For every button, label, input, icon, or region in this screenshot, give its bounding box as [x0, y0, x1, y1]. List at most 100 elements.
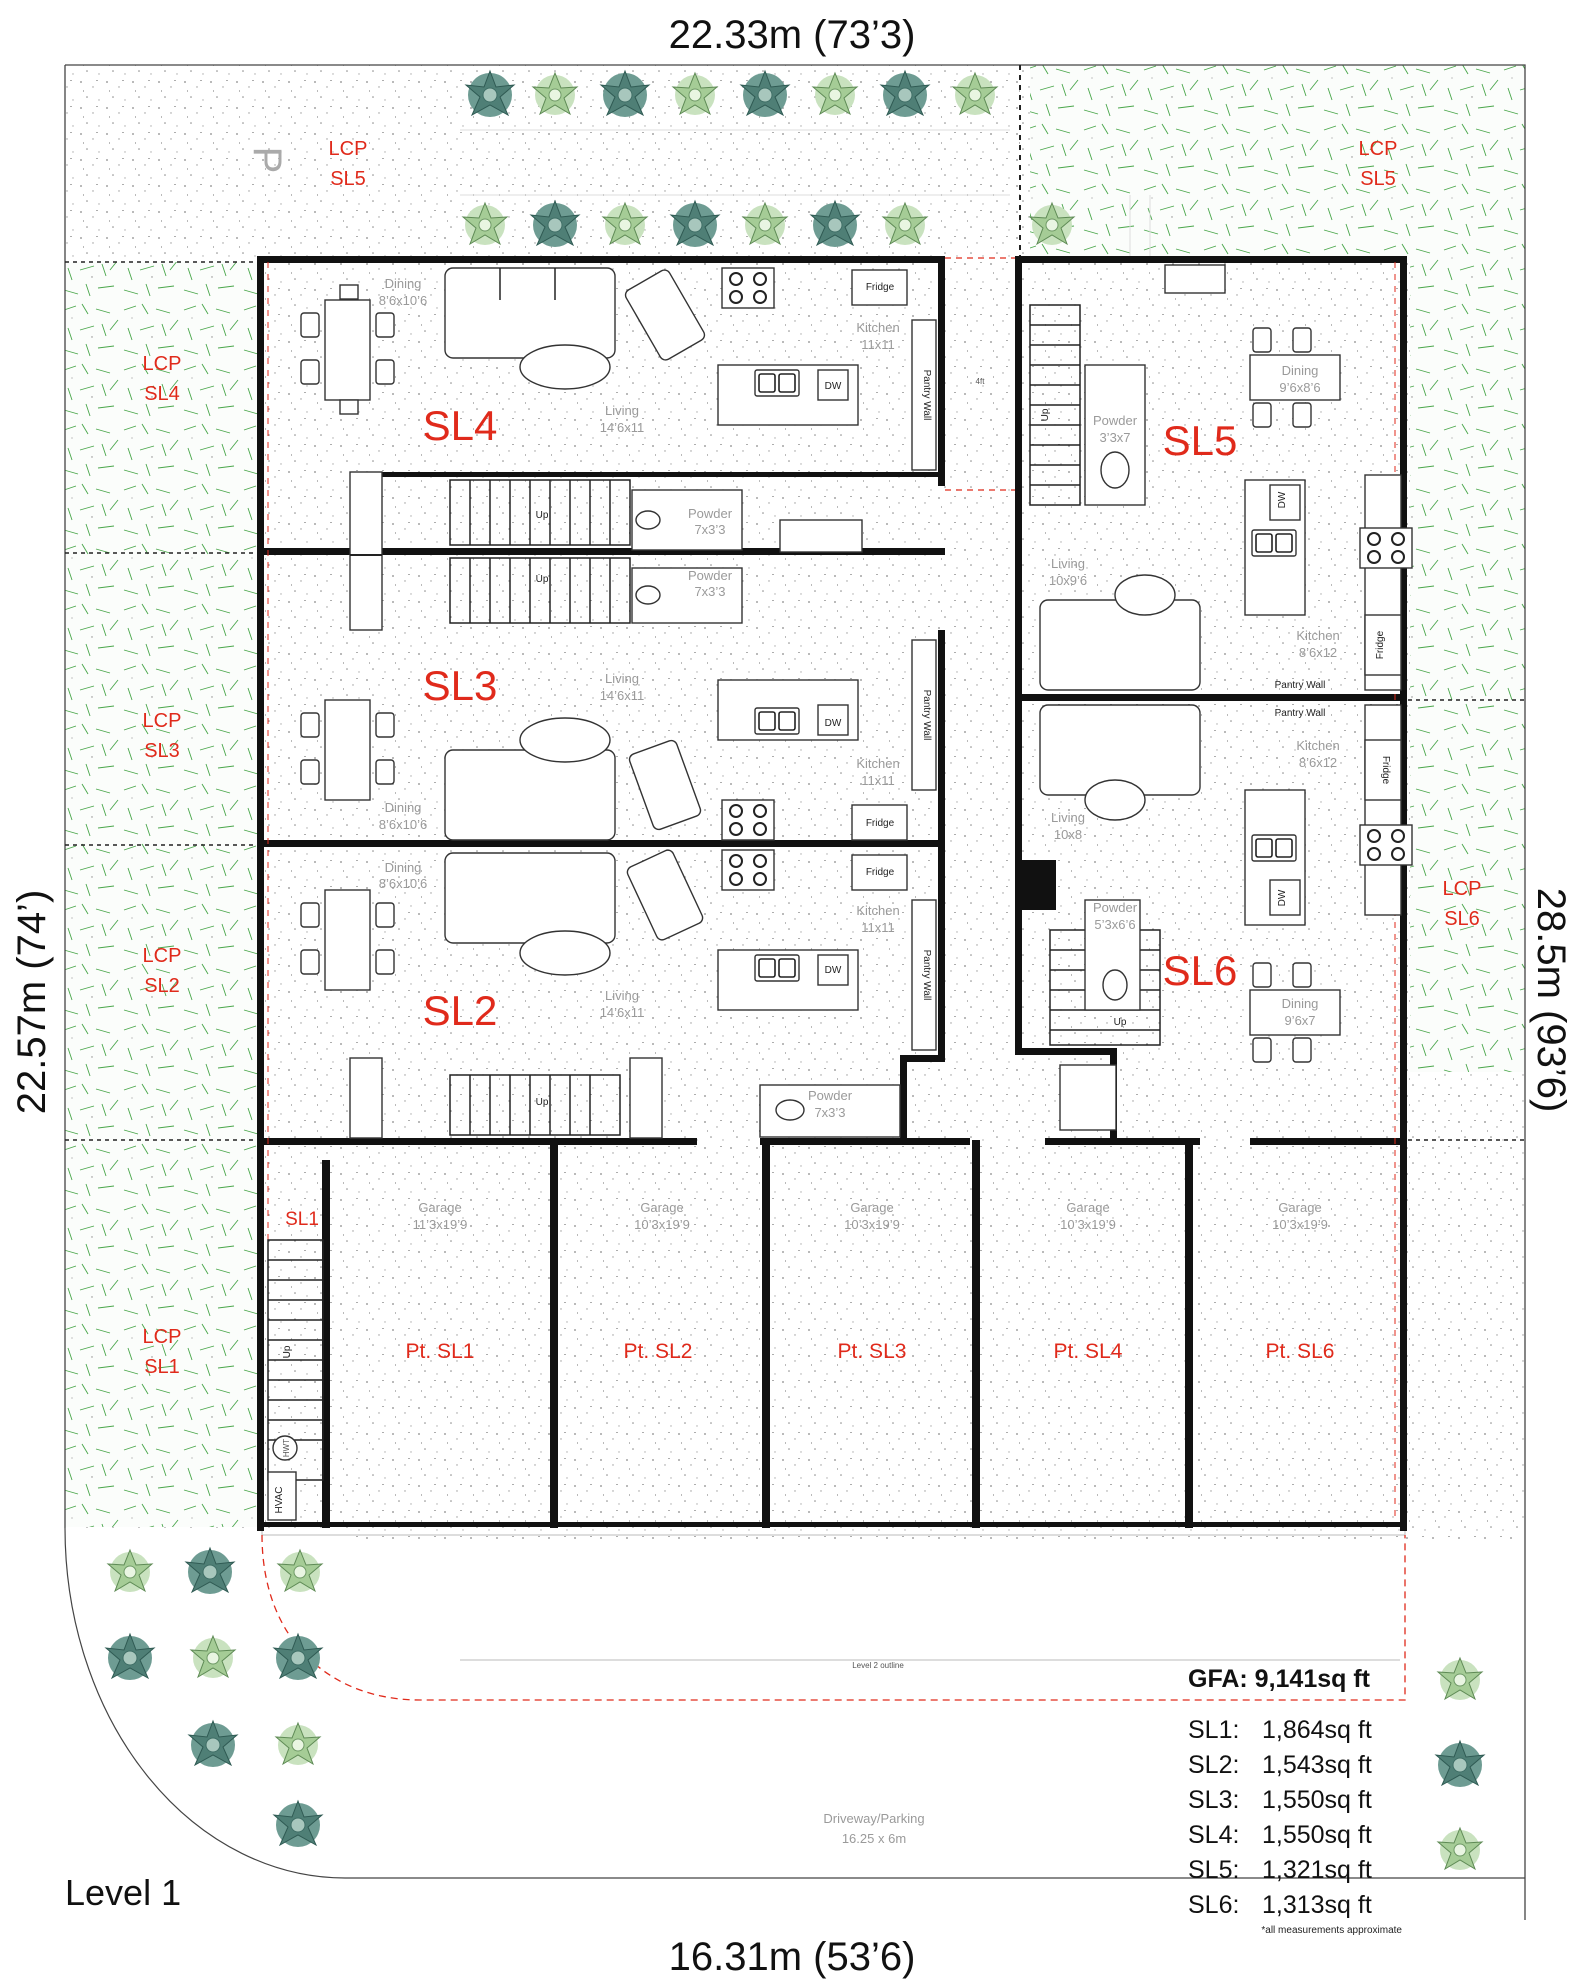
- garage-name: Garage: [850, 1200, 893, 1215]
- lcp-label: LCP: [143, 353, 182, 375]
- room-size: 7x3’3: [694, 584, 725, 599]
- room-name: Kitchen: [1296, 738, 1339, 753]
- pantry-wall-label: Pantry Wall: [921, 370, 932, 421]
- lcp-label: LCP: [143, 945, 182, 967]
- room-size: 7x3’3: [694, 522, 725, 537]
- gfa-title: GFA: 9,141sq ft: [1188, 1665, 1371, 1693]
- room-size: 14’6x11: [600, 420, 645, 435]
- dishwasher-label: DW: [825, 718, 842, 729]
- room-size: 8’6x12: [1299, 755, 1337, 770]
- room-name: Living: [1051, 556, 1085, 571]
- lcp-label: LCP: [1443, 878, 1482, 900]
- dimension-left: 22.57m (74’): [10, 890, 54, 1115]
- stair-up-labels: Up Up Up Up Up Up 4ft: [282, 377, 1127, 1358]
- garage-size: 10’3x19’9: [634, 1217, 690, 1232]
- room-size: 8’6x10’6: [379, 817, 427, 832]
- room-name: Kitchen: [856, 903, 899, 918]
- unit-label-sl5: SL5: [1163, 417, 1238, 464]
- garages: Garage 11’3x19’9 Pt. SL1 Garage 10’3x19’…: [406, 1200, 1335, 1363]
- gfa-unit: SL3:: [1188, 1786, 1239, 1814]
- garage-unit-label: Pt. SL4: [1054, 1340, 1123, 1363]
- dimension-bottom: 16.31m (53’6): [669, 1935, 916, 1979]
- driveway-name: Driveway/Parking: [823, 1811, 924, 1826]
- water-heater-label: HWT: [282, 1439, 291, 1457]
- unit-label-sl3: SL3: [423, 662, 498, 709]
- room-size: 14’6x11: [600, 688, 645, 703]
- lcp-label: SL5: [1360, 168, 1396, 190]
- gfa-area: 1,550sq ft: [1262, 1821, 1372, 1849]
- unit-label-sl1: SL1: [285, 1209, 319, 1230]
- room-name: Powder: [808, 1088, 853, 1103]
- room-size: 8’6x12: [1299, 645, 1337, 660]
- room-size: 8’6x10’6: [379, 293, 427, 308]
- room-name: Living: [605, 988, 639, 1003]
- garage-name: Garage: [418, 1200, 461, 1215]
- room-name: Powder: [688, 506, 733, 521]
- pantry-wall-label: Pantry Wall: [1275, 708, 1326, 719]
- room-size: 11x11: [861, 337, 895, 352]
- up-label: Up: [282, 1345, 293, 1358]
- dishwasher-label: DW: [1277, 491, 1288, 508]
- appliance-labels: Fridge DW Pantry Wall DW Pantry Wall Fri…: [274, 282, 1391, 1514]
- up-label: Up: [1114, 1017, 1127, 1028]
- lcp-label: LCP: [143, 710, 182, 732]
- gfa-area: 1,543sq ft: [1262, 1751, 1372, 1779]
- garage-name: Garage: [640, 1200, 683, 1215]
- dimension-right: 28.5m (93’6): [1529, 888, 1573, 1113]
- room-name: Powder: [1093, 413, 1138, 428]
- room-name: Powder: [688, 568, 733, 583]
- gfa-unit: SL1:: [1188, 1716, 1239, 1744]
- up-label: Up: [536, 510, 549, 521]
- up-label: Up: [536, 574, 549, 585]
- garage-unit-label: Pt. SL1: [406, 1340, 475, 1363]
- room-size: 11x11: [861, 773, 895, 788]
- room-size: 10x9’6: [1049, 573, 1087, 588]
- room-name: Dining: [385, 276, 422, 291]
- gfa-table: GFA: 9,141sq ft SL1: 1,864sq ft SL2: 1,5…: [1188, 1665, 1402, 1936]
- clearance-label: 4ft: [976, 377, 986, 386]
- up-label: Up: [1040, 408, 1051, 421]
- room-size: 14’6x11: [600, 1005, 645, 1020]
- garage-size: 11’3x19’9: [413, 1217, 468, 1232]
- fridge-label: Fridge: [866, 867, 895, 878]
- room-name: Dining: [385, 860, 422, 875]
- building-walls: [257, 256, 1407, 1531]
- garage-name: Garage: [1066, 1200, 1109, 1215]
- garage-unit-label: Pt. SL3: [838, 1340, 907, 1363]
- pantry-wall-label: Pantry Wall: [921, 950, 932, 1001]
- room-name: Dining: [385, 800, 422, 815]
- fridge-label: Fridge: [866, 818, 895, 829]
- room-size: 7x3’3: [814, 1105, 845, 1120]
- gfa-area: 1,321sq ft: [1262, 1856, 1372, 1884]
- gfa-unit: SL2:: [1188, 1751, 1239, 1779]
- parking-sign: P: [245, 147, 289, 174]
- fridge-label: Fridge: [1375, 630, 1386, 659]
- garage-size: 10’3x19’9: [1272, 1217, 1328, 1232]
- room-size: 5’3x6’6: [1094, 917, 1135, 932]
- unit-label-sl6: SL6: [1163, 947, 1238, 994]
- lcp-label: SL6: [1444, 908, 1480, 930]
- lcp-label: SL4: [144, 383, 180, 405]
- pantry-wall-label: Pantry Wall: [1275, 680, 1326, 691]
- room-size: 9’6x8’6: [1279, 380, 1320, 395]
- room-size: 10x8: [1054, 827, 1082, 842]
- level-label: Level 1: [65, 1872, 181, 1913]
- lcp-label: SL1: [144, 1356, 180, 1378]
- room-name: Kitchen: [1296, 628, 1339, 643]
- fridge-label: Fridge: [1380, 756, 1391, 785]
- garage-unit-label: Pt. SL2: [624, 1340, 693, 1363]
- gfa-unit: SL6:: [1188, 1891, 1239, 1919]
- room-size: 9’6x7: [1284, 1013, 1315, 1028]
- room-labels: Dining 8’6x10’6 Kitchen 11x11 Living 14’…: [379, 276, 1340, 1120]
- lcp-labels: LCP SL5 LCP SL5 LCP SL4 LCP SL3 LCP SL2 …: [143, 138, 1482, 1378]
- lcp-label: SL2: [144, 975, 180, 997]
- room-size: 3’3x7: [1099, 430, 1130, 445]
- room-name: Powder: [1093, 900, 1138, 915]
- dishwasher-label: DW: [1277, 889, 1288, 906]
- lcp-label: LCP: [329, 138, 368, 160]
- dimension-top: 22.33m (73’3): [669, 13, 916, 57]
- room-name: Kitchen: [856, 320, 899, 335]
- room-name: Dining: [1282, 996, 1319, 1011]
- up-label: Up: [536, 1097, 549, 1108]
